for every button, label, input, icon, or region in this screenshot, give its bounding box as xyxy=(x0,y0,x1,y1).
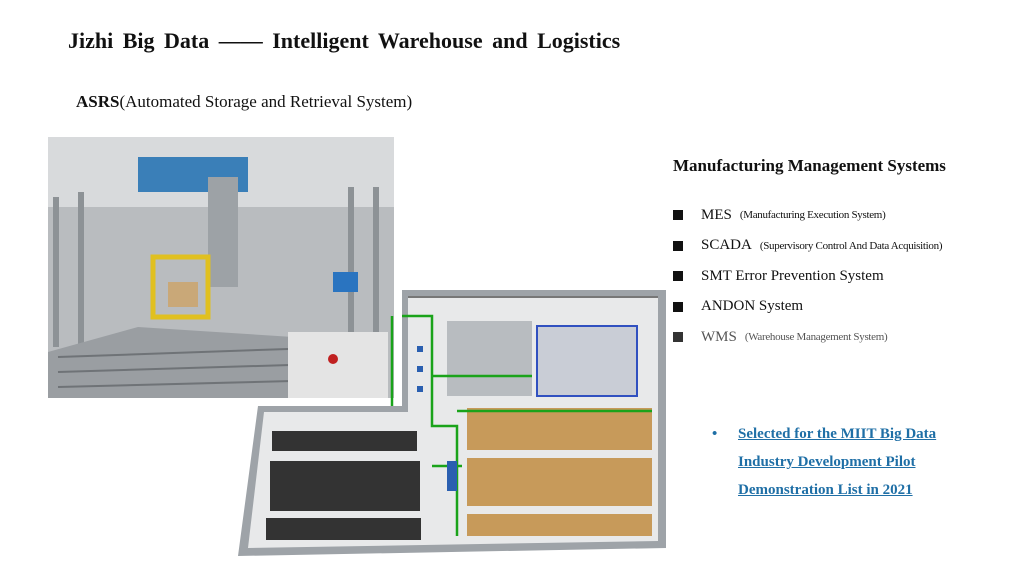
mms-item-andon: ANDON System xyxy=(673,292,942,323)
item-desc: (Manufacturing Execution System) xyxy=(739,209,886,222)
page-title: Jizhi Big Data —— Intelligent Warehouse … xyxy=(68,28,621,53)
asrs-full: (Automated Storage and Retrieval System) xyxy=(119,92,413,111)
item-name: MES xyxy=(701,206,732,223)
mms-title: Manufacturing Management Systems xyxy=(673,156,946,175)
square-bullet-icon xyxy=(673,240,683,251)
square-bullet-icon xyxy=(673,271,683,282)
asrs-abbr: ASRS xyxy=(76,92,120,111)
item-desc: (Warehouse Management System) xyxy=(744,331,888,344)
item-name: SCADA xyxy=(701,237,752,254)
mms-item-wms: WMS (Warehouse Management System) xyxy=(673,322,942,353)
mms-list: MES (Manufacturing Execution System) SCAD… xyxy=(673,200,943,353)
asrs-photo xyxy=(48,137,394,398)
bullet-icon: • xyxy=(712,426,718,442)
warehouse-floorplan xyxy=(238,290,666,556)
item-name: ANDON System xyxy=(701,298,804,315)
award-note: • Selected for the MIIT Big Data Industr… xyxy=(712,420,992,504)
asrs-heading: ASRS(Automated Storage and Retrieval Sys… xyxy=(76,92,412,112)
square-bullet-icon xyxy=(673,332,683,343)
mms-item-smt: SMT Error Prevention System xyxy=(673,261,942,292)
mms-item-mes: MES (Manufacturing Execution System) xyxy=(673,200,942,231)
item-name: WMS xyxy=(701,328,737,345)
item-desc: (Supervisory Control And Data Acquisitio… xyxy=(759,239,943,252)
award-link-line-3[interactable]: Demonstration List in 2021 xyxy=(738,482,913,498)
square-bullet-icon xyxy=(673,301,683,312)
item-name: SMT Error Prevention System xyxy=(701,267,884,284)
award-link-line-2[interactable]: Industry Development Pilot xyxy=(738,454,916,470)
award-link-line-1[interactable]: Selected for the MIIT Big Data xyxy=(738,426,937,442)
square-bullet-icon xyxy=(673,210,683,221)
mms-item-scada: SCADA (Supervisory Control And Data Acqui… xyxy=(673,231,943,262)
